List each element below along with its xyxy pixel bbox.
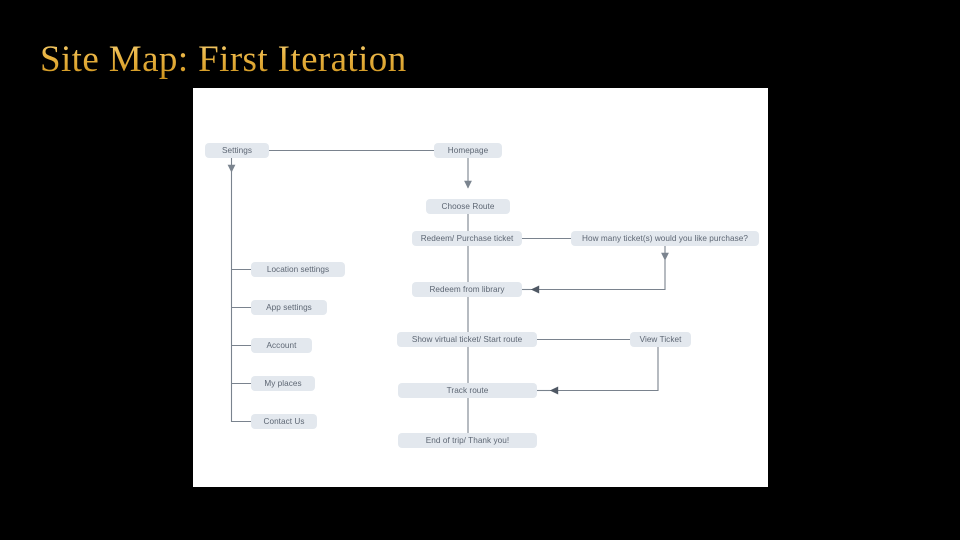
- node-how-many-tickets[interactable]: How many ticket(s) would you like purcha…: [571, 231, 759, 246]
- diagram-connectors: [227, 149, 669, 433]
- node-show-virtual-ticket[interactable]: Show virtual ticket/ Start route: [397, 332, 537, 347]
- node-view-ticket[interactable]: View Ticket: [630, 332, 691, 347]
- node-account[interactable]: Account: [251, 338, 312, 353]
- node-redeem-purchase-ticket[interactable]: Redeem/ Purchase ticket: [412, 231, 522, 246]
- node-location-settings[interactable]: Location settings: [251, 262, 345, 277]
- node-redeem-from-library[interactable]: Redeem from library: [412, 282, 522, 297]
- page-title: Site Map: First Iteration: [40, 39, 407, 80]
- edge-howmany-elbow: [530, 260, 666, 294]
- node-track-route[interactable]: Track route: [398, 383, 537, 398]
- node-end-of-trip[interactable]: End of trip/ Thank you!: [398, 433, 537, 448]
- edge-viewticket-elbow: [549, 347, 659, 395]
- sitemap-diagram-panel: Settings Homepage Location settings App …: [193, 88, 768, 487]
- node-choose-route[interactable]: Choose Route: [426, 199, 510, 214]
- node-contact-us[interactable]: Contact Us: [251, 414, 317, 429]
- node-homepage[interactable]: Homepage: [434, 143, 502, 158]
- node-my-places[interactable]: My places: [251, 376, 315, 391]
- node-settings[interactable]: Settings: [205, 143, 269, 158]
- node-app-settings[interactable]: App settings: [251, 300, 327, 315]
